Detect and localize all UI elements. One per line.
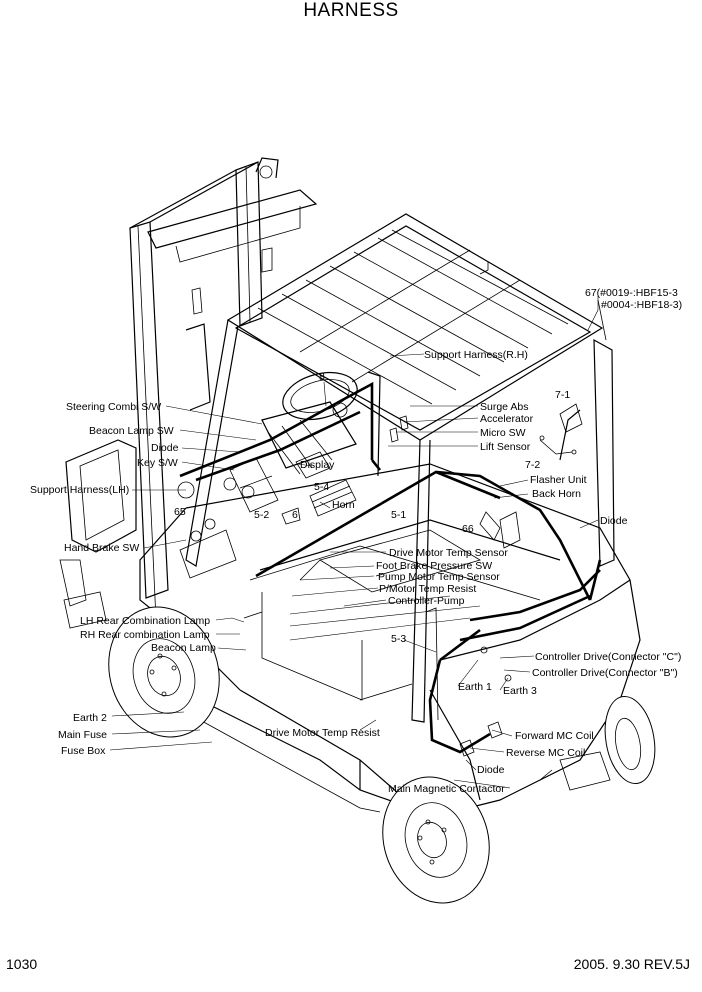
label-earth-1: Earth 1 bbox=[458, 681, 492, 693]
page-title: HARNESS bbox=[303, 0, 399, 21]
leader-lines bbox=[109, 296, 599, 789]
label-part-66: 66 bbox=[462, 523, 474, 535]
label-back-horn: Back Horn bbox=[532, 488, 581, 500]
label-part-7-1: 7-1 bbox=[555, 389, 570, 401]
label-part-5-4: 5-4 bbox=[314, 481, 329, 493]
label-earth-3: Earth 3 bbox=[503, 685, 537, 697]
label-diode-left: Diode bbox=[151, 442, 179, 454]
label-controller-drive-c: Controller Drive(Connector "C") bbox=[535, 651, 681, 663]
label-reverse-mc-coil: Reverse MC Coil bbox=[506, 747, 585, 759]
label-micro-sw: Micro SW bbox=[480, 427, 526, 439]
label-lift-sensor: Lift Sensor bbox=[480, 441, 531, 453]
page-number: 1030 bbox=[6, 956, 38, 972]
label-support-harness-lh: Support Harness(LH) bbox=[30, 484, 129, 496]
label-main-fuse: Main Fuse bbox=[58, 729, 107, 741]
overhead-guard bbox=[185, 213, 615, 723]
mast bbox=[129, 157, 318, 621]
label-steering-combi-sw: Steering Combi S/W bbox=[66, 401, 161, 413]
label-drive-motor-temp-resist: Drive Motor Temp Resist bbox=[265, 727, 380, 739]
label-lh-rear-combination-lamp: LH Rear Combination Lamp bbox=[80, 615, 210, 627]
label-part-5-2: 5-2 bbox=[254, 509, 269, 521]
label-beacon-lamp: Beacon Lamp bbox=[151, 642, 216, 654]
label-hand-brake-sw: Hand Brake SW bbox=[64, 542, 139, 554]
label-display: Display bbox=[300, 459, 335, 471]
label-surge-abs: Surge Abs bbox=[480, 401, 528, 413]
label-pump-motor-temp-sensor: Pump Motor Temp Sensor bbox=[378, 571, 500, 583]
label-foot-brake-pressure-sw: Foot Brake Pressure SW bbox=[376, 560, 492, 572]
label-drive-motor-temp-sensor: Drive Motor Temp Sensor bbox=[389, 547, 508, 559]
label-rh-rear-combination-lamp: RH Rear combination Lamp bbox=[80, 629, 210, 641]
components bbox=[177, 403, 583, 757]
label-diode-bottom: Diode bbox=[477, 764, 505, 776]
label-part-67: 67(#0019-:HBF15-3 bbox=[585, 287, 678, 299]
label-part-67-serials: #0004-:HBF18-3) bbox=[601, 299, 682, 311]
label-support-harness-rh: Support Harness(R.H) bbox=[424, 349, 528, 361]
label-pmotor-temp-resist: P/Motor Temp Resist bbox=[379, 583, 476, 595]
label-part-7-2: 7-2 bbox=[525, 459, 540, 471]
label-diode-right: Diode bbox=[600, 515, 628, 527]
label-horn: Horn bbox=[332, 499, 355, 511]
label-accelerator: Accelerator bbox=[480, 413, 534, 425]
callout-labels: 67(#0019-:HBF15-3 #0004-:HBF18-3) Suppor… bbox=[30, 287, 682, 795]
label-forward-mc-coil: Forward MC Coil bbox=[515, 730, 594, 742]
label-main-magnetic-contactor: Main Magnetic Contactor bbox=[388, 783, 505, 795]
label-beacon-lamp-sw: Beacon Lamp SW bbox=[89, 425, 174, 437]
label-fuse-box: Fuse Box bbox=[61, 745, 106, 757]
label-key-sw: Key S/W bbox=[137, 457, 178, 469]
label-part-65: 65 bbox=[174, 506, 186, 518]
revision-date: 2005. 9.30 REV.5J bbox=[573, 956, 690, 972]
label-part-5-3: 5-3 bbox=[391, 633, 406, 645]
wheels bbox=[108, 606, 656, 904]
label-part-5-1: 5-1 bbox=[391, 509, 406, 521]
label-controller-pump: Controller-Pump bbox=[388, 595, 465, 607]
label-part-8: 8 bbox=[319, 371, 325, 383]
label-controller-drive-b: Controller Drive(Connector "B") bbox=[532, 667, 678, 679]
label-flasher-unit: Flasher Unit bbox=[530, 474, 587, 486]
label-earth-2: Earth 2 bbox=[73, 712, 107, 724]
label-part-6: 6 bbox=[292, 509, 298, 521]
